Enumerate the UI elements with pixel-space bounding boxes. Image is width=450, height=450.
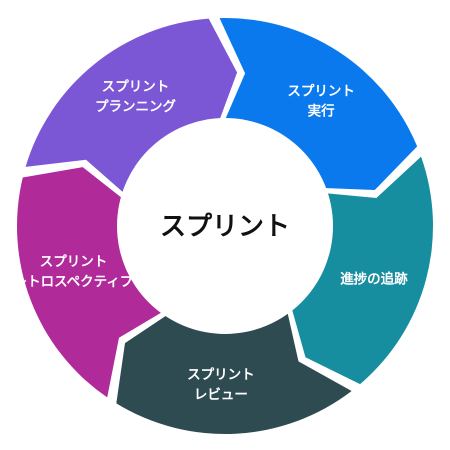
- segment-label-retrospective: スプリントレトロスペクティブ: [14, 254, 134, 290]
- segment-label-review: スプリントレビュー: [187, 367, 255, 403]
- segment-label-line: レトロスペクティブ: [14, 273, 134, 290]
- cycle-segment-planning: [25, 18, 238, 198]
- segment-label-line: スプリント: [102, 79, 170, 95]
- cycle-segment-review: [116, 305, 352, 435]
- segment-label-execution: スプリント実行: [287, 84, 355, 120]
- segment-label-line: スプリント: [40, 254, 108, 270]
- segment-label-tracking: 進捗の追跡: [340, 271, 408, 288]
- segment-label-line: 進捗の追跡: [340, 271, 408, 288]
- center-label: スプリント: [160, 212, 290, 242]
- segment-label-planning: スプリントプランニング: [95, 79, 176, 115]
- center-circle: [117, 118, 333, 334]
- segment-label-line: スプリント: [287, 84, 355, 100]
- segment-label-line: レビュー: [194, 387, 248, 403]
- segment-label-line: スプリント: [187, 367, 255, 383]
- cycle-segment-retrospective: [17, 167, 169, 398]
- cycle-segment-labels: スプリントプランニングスプリント実行進捗の追跡スプリントレビュースプリントレトロ…: [14, 79, 409, 403]
- segment-label-line: 実行: [308, 103, 335, 120]
- cycle-segment-execution: [219, 17, 418, 191]
- segment-label-line: プランニング: [95, 98, 176, 115]
